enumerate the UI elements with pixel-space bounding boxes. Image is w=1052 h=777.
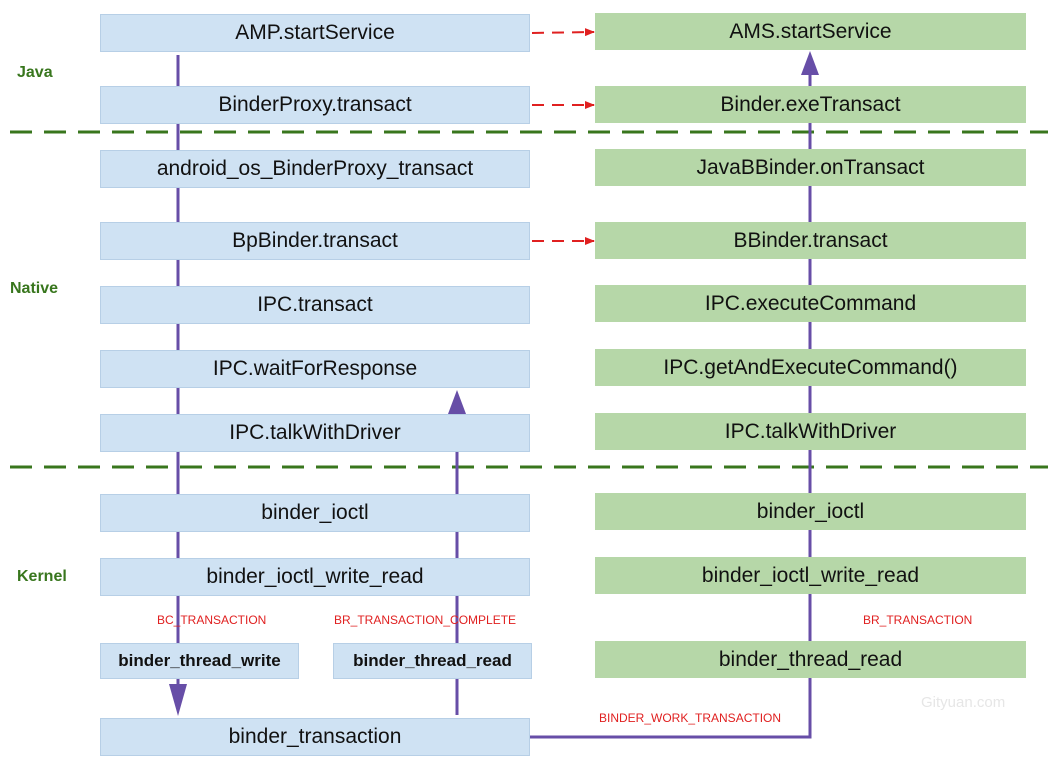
server-binder-thread-read: binder_thread_read <box>595 641 1026 678</box>
server-flow-arrowhead <box>801 51 819 75</box>
layer-label-native: Native <box>10 280 59 297</box>
client-bpbinder-transact: BpBinder.transact <box>100 222 530 260</box>
label-br-transaction: BR_TRANSACTION <box>863 613 973 627</box>
client-binder-ioctl-write-read: binder_ioctl_write_read <box>100 558 530 596</box>
server-javabbinder-ontransact: JavaBBinder.onTransact <box>595 149 1026 186</box>
client-binderproxy-transact: BinderProxy.transact <box>100 86 530 124</box>
layer-label-kernel: Kernel <box>17 568 67 585</box>
server-ams-startservice: AMS.startService <box>595 13 1026 50</box>
client-ipc-waitforresponse: IPC.waitForResponse <box>100 350 530 388</box>
client-binder-thread-write: binder_thread_write <box>100 643 299 679</box>
server-binder-ioctl-write-read: binder_ioctl_write_read <box>595 557 1026 594</box>
client-binder-transaction: binder_transaction <box>100 718 530 756</box>
server-ipc-talkwithdriver: IPC.talkWithDriver <box>595 413 1026 450</box>
client-ipc-talkwithdriver: IPC.talkWithDriver <box>100 414 530 452</box>
label-bc-transaction: BC_TRANSACTION <box>157 613 267 627</box>
client-android-os-binderproxy-transact: android_os_BinderProxy_transact <box>100 150 530 188</box>
server-ipc-executecommand: IPC.executeCommand <box>595 285 1026 322</box>
client-amp-startservice: AMP.startService <box>100 14 530 52</box>
label-binder-work-transaction: BINDER_WORK_TRANSACTION <box>599 711 782 725</box>
client-ipc-transact: IPC.transact <box>100 286 530 324</box>
call-arrow-startservice <box>531 28 595 37</box>
watermark: Gityuan.com <box>921 694 1006 711</box>
client-binder-thread-read: binder_thread_read <box>333 643 532 679</box>
reply-flow-arrowhead <box>448 390 466 414</box>
layer-label-java: Java <box>17 64 53 81</box>
client-binder-ioctl: binder_ioctl <box>100 494 530 532</box>
server-binder-exetransact: Binder.exeTransact <box>595 86 1026 123</box>
client-flow-arrowhead <box>169 684 187 716</box>
server-bbinder-transact: BBinder.transact <box>595 222 1026 259</box>
server-binder-ioctl: binder_ioctl <box>595 493 1026 530</box>
label-br-transaction-complete: BR_TRANSACTION_COMPLETE <box>334 613 517 627</box>
server-ipc-getandexecutecommand: IPC.getAndExecuteCommand() <box>595 349 1026 386</box>
